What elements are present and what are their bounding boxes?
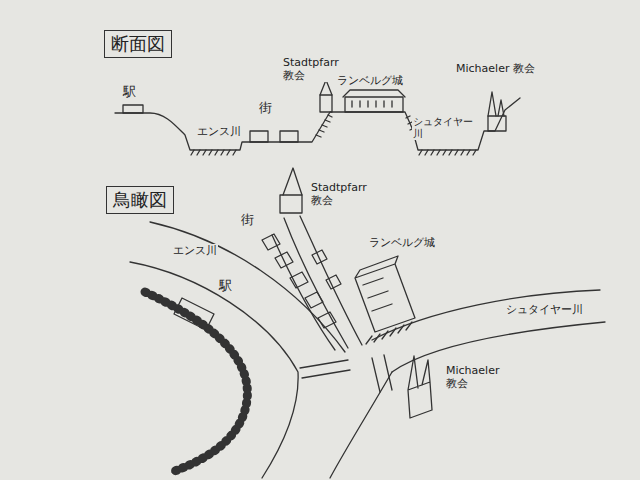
map-label: 街 — [258, 100, 273, 116]
sketch-line — [272, 216, 362, 350]
map-label: シュタイヤー川 — [412, 116, 475, 140]
map-label: エンス川 — [172, 244, 218, 257]
sketch-line — [316, 115, 332, 137]
cross-section — [115, 80, 520, 155]
map-label: エンス川 — [196, 125, 242, 138]
heading-text: 断面図 — [111, 33, 165, 55]
sketch-line — [130, 262, 298, 478]
sketch-line — [345, 97, 403, 112]
sketch-line — [320, 95, 332, 112]
sketch-line — [145, 292, 247, 472]
sketch-line — [300, 360, 350, 378]
map-label: シュタイヤー川 — [505, 303, 584, 316]
map-label: 駅 — [218, 278, 233, 294]
sketch-line — [191, 150, 236, 155]
sketch-line — [262, 234, 341, 328]
sketch-line — [355, 256, 415, 332]
sketch-line — [174, 298, 214, 330]
sketch-line — [419, 150, 476, 155]
birds-eye-view — [130, 168, 605, 478]
sketch-line — [343, 90, 405, 97]
sketch-line — [488, 116, 506, 131]
sketch-line — [150, 222, 345, 352]
heading-text: 鳥瞰図 — [113, 189, 167, 211]
map-label: Michaeler 教会 — [455, 62, 536, 75]
map-label: Michaeler 教会 — [445, 364, 507, 390]
map-label: Stadtpfarr 教会 — [310, 181, 376, 207]
sketch-line — [366, 322, 412, 344]
sketch-line — [250, 131, 268, 142]
sketch-line — [408, 356, 432, 418]
sketch-line — [145, 292, 247, 472]
sketch-line — [280, 195, 302, 213]
sketch-line — [372, 290, 600, 340]
sketch-line — [115, 98, 520, 150]
sketch-line — [123, 105, 143, 113]
sketch-line — [488, 92, 504, 116]
sketch-line — [283, 168, 302, 195]
sketch-line — [330, 372, 392, 478]
map-label: 街 — [240, 212, 255, 228]
heading-box: 断面図 — [104, 30, 172, 58]
heading-box: 鳥瞰図 — [106, 186, 174, 214]
sketch-line — [280, 131, 298, 142]
sketch-line — [352, 101, 392, 107]
map-label: ランベルグ城 — [336, 74, 404, 87]
map-label: ランベルグ城 — [368, 236, 436, 249]
sketch-line — [372, 355, 392, 392]
map-label: 駅 — [122, 84, 137, 100]
